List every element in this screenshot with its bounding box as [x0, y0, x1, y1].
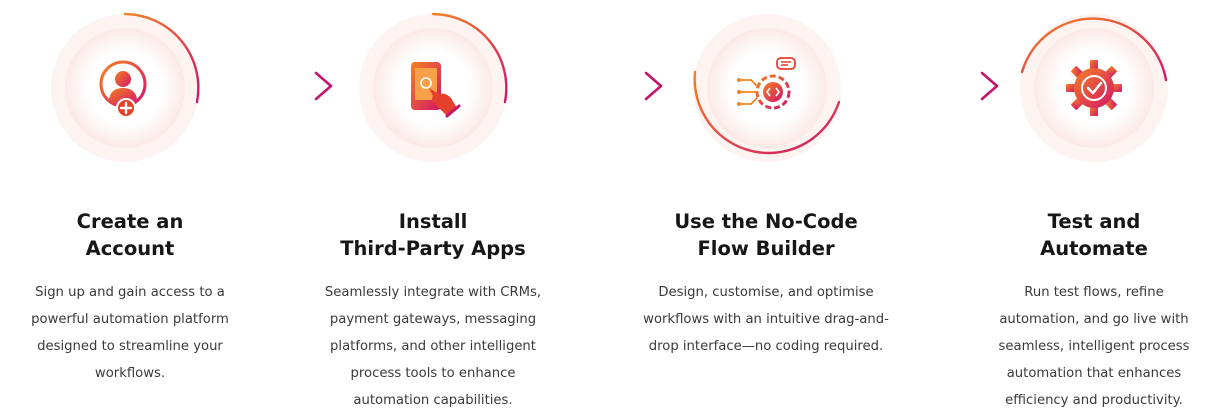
step-description: Seamlessly integrate with CRMs, payment …: [324, 285, 542, 408]
step-ring: [691, 12, 843, 164]
step-description: Run test flows, refine automation, and g…: [998, 285, 1190, 408]
step-title: Create an Account: [76, 210, 184, 260]
step-ring: [49, 12, 201, 164]
gear-check-icon: [1064, 58, 1124, 118]
step-description: Design, customise, and optimise workflow…: [643, 285, 889, 354]
flow-gear-icon: [737, 57, 797, 118]
step-title: Test and Automate: [1040, 210, 1148, 260]
tap-phone-icon: [403, 58, 463, 118]
step-title: Use the No-Code Flow Builder: [674, 210, 858, 260]
arrow-right-icon: [224, 71, 333, 101]
step-ring: [357, 12, 509, 164]
arrow-right-icon: [554, 71, 663, 101]
step-title: Install Third-Party Apps: [340, 210, 526, 260]
step-ring: [1018, 12, 1170, 164]
arrow-right-icon: [890, 71, 999, 101]
step-description: Sign up and gain access to a powerful au…: [31, 285, 229, 381]
add-user-icon: [95, 58, 155, 118]
